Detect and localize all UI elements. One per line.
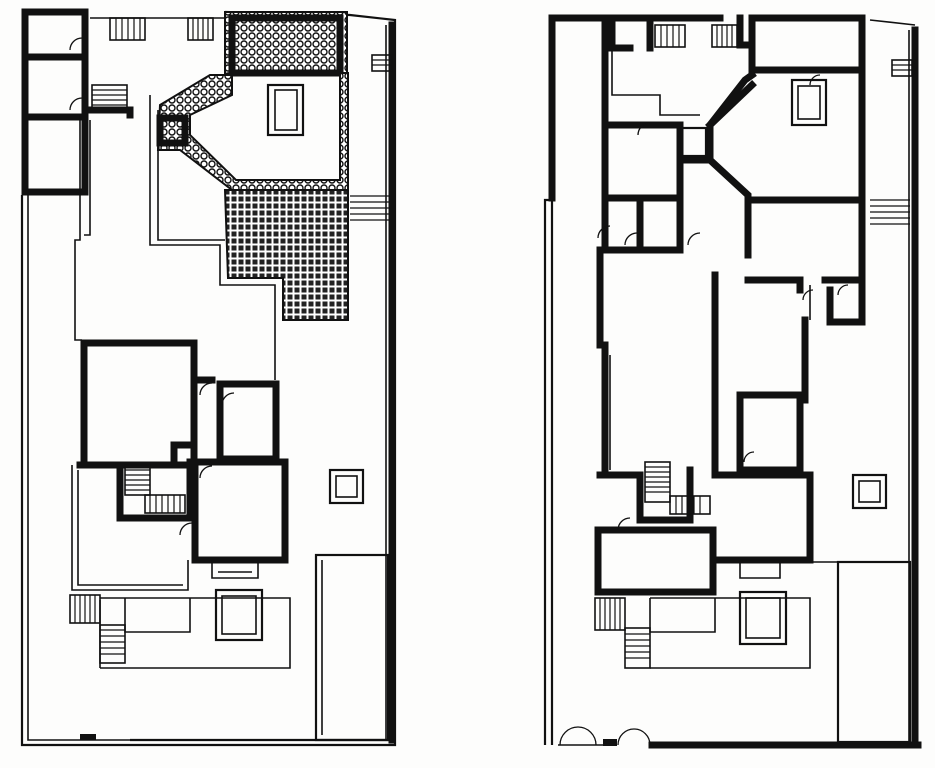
right-octagon-core bbox=[680, 126, 708, 158]
right-stair-garden bbox=[594, 597, 651, 669]
left-pool-lower bbox=[214, 588, 264, 642]
right-gate-2 bbox=[577, 726, 597, 746]
left-beaded-bay bbox=[156, 72, 349, 191]
left-stair-core bbox=[124, 464, 186, 514]
right-room-mid bbox=[736, 391, 804, 474]
left-stair-garden bbox=[69, 594, 126, 664]
right-site-boundary bbox=[543, 198, 554, 745]
right-stair-top-2 bbox=[711, 24, 738, 48]
left-planter bbox=[328, 468, 365, 505]
left-courtyard-east bbox=[314, 553, 390, 742]
left-pool-inner bbox=[266, 83, 305, 137]
left-checker-terrace bbox=[223, 189, 349, 321]
right-gate-3 bbox=[617, 728, 635, 746]
left-room-topleft-1 bbox=[21, 8, 89, 61]
left-pool-room bbox=[228, 14, 344, 77]
right-room-lower-left bbox=[594, 526, 717, 596]
right-gate-1 bbox=[559, 726, 579, 746]
left-stair-terrace bbox=[350, 195, 390, 221]
right-planter bbox=[851, 473, 888, 510]
left-room-mid bbox=[216, 380, 280, 463]
right-stair-east bbox=[891, 59, 913, 77]
left-stair-top-3 bbox=[91, 84, 128, 111]
right-pool-lower bbox=[738, 590, 788, 646]
left-room-topleft-3 bbox=[21, 113, 89, 196]
left-stair-top-1 bbox=[109, 17, 146, 41]
left-plan bbox=[20, 8, 397, 747]
right-pool-room bbox=[748, 14, 866, 74]
right-gate-4 bbox=[633, 728, 651, 746]
left-room-lower bbox=[191, 458, 289, 564]
right-plan bbox=[543, 14, 922, 749]
left-site-marker bbox=[80, 734, 96, 740]
right-stair-terrace bbox=[870, 199, 910, 225]
right-stair-top-1 bbox=[654, 24, 686, 48]
right-pool-inner bbox=[790, 78, 828, 127]
left-stair-east bbox=[371, 54, 393, 72]
right-stair-core bbox=[644, 461, 711, 515]
left-stair-top-2 bbox=[187, 17, 214, 41]
left-room-topleft-2 bbox=[21, 53, 89, 121]
right-courtyard-east bbox=[836, 560, 912, 744]
